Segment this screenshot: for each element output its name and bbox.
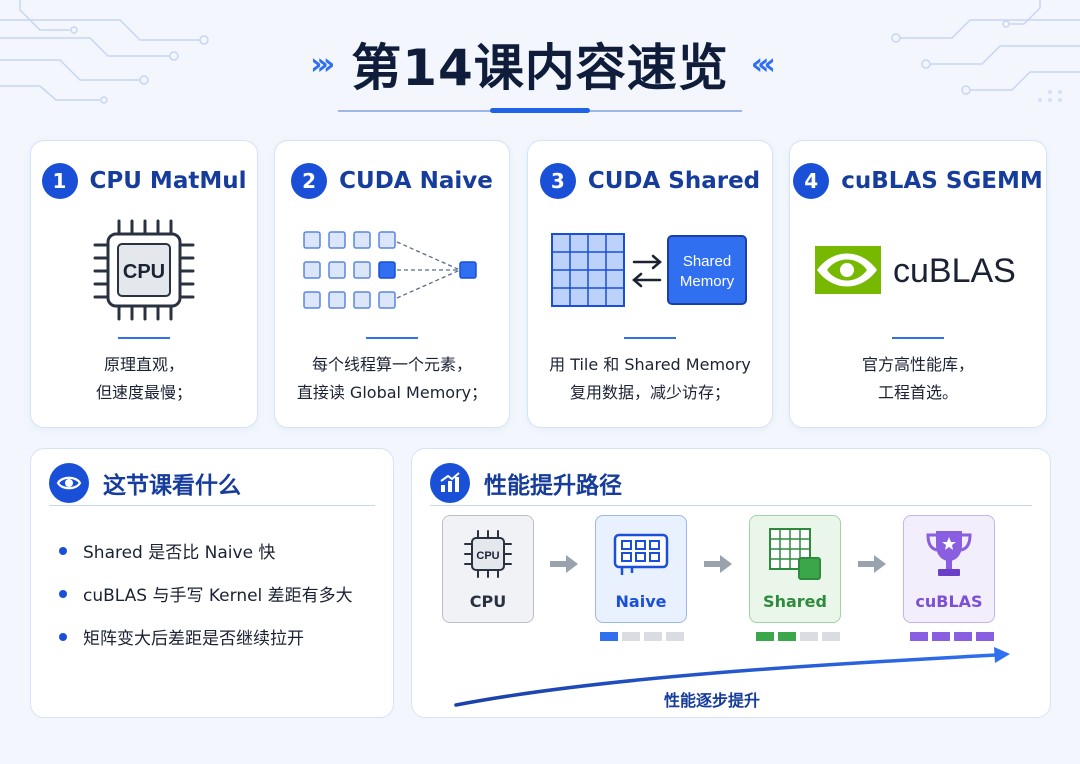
level-bar <box>976 632 994 641</box>
step-number-badge: 3 <box>539 163 576 199</box>
stage-cublas: cuBLAS <box>903 515 995 623</box>
eye-icon <box>49 463 89 503</box>
shared-memory-icon: Shared Memory <box>551 233 747 307</box>
level-bar <box>644 632 662 641</box>
list-item: Shared 是否比 Naive 快 <box>59 529 353 572</box>
level-bar <box>666 632 684 641</box>
cpu-chip-label: CPU <box>476 550 499 562</box>
level-bar <box>756 632 774 641</box>
card-desc-line1: 用 Tile 和 Shared Memory <box>549 355 751 374</box>
panel-title: 这节课看什么 <box>103 473 241 499</box>
circuit-decoration-left <box>0 0 209 104</box>
bar-chart-up-icon <box>430 463 470 503</box>
card-divider <box>118 337 170 339</box>
performance-trend-arrow <box>454 647 1010 707</box>
trophy-icon <box>926 531 972 576</box>
arrow-right-icon <box>704 555 732 573</box>
watch-list: Shared 是否比 Naive 快 cuBLAS 与手写 Kernel 差距有… <box>59 529 353 658</box>
shared-memory-label-line1: Shared <box>683 253 731 270</box>
panel-divider <box>49 505 375 506</box>
stage-label: Shared <box>763 592 827 611</box>
stage-label: CPU <box>469 592 507 611</box>
page-title: 第14课内容速览 <box>351 39 729 97</box>
card-cuda-shared: 3 CUDA Shared Shared Memory 用 Tile 和 Sha… <box>527 140 773 428</box>
circuit-decoration-right <box>891 0 1080 102</box>
stage-level-bars <box>910 632 994 641</box>
stage-naive: Naive <box>595 515 687 623</box>
card-title: CUDA Naive <box>339 168 493 194</box>
bullet-dot <box>59 546 67 555</box>
card-title: CPU MatMul <box>89 168 247 194</box>
nvidia-cublas-logo: cuBLAS <box>815 246 1016 294</box>
level-bar <box>910 632 928 641</box>
card-desc-line1: 每个线程算一个元素， <box>311 355 472 374</box>
stage-label: cuBLAS <box>915 592 983 611</box>
card-desc-line2: 直接读 Global Memory； <box>296 383 488 402</box>
page-header: ››› 第14课内容速览 ‹‹‹ <box>0 28 1080 113</box>
gpu-memory-icon <box>613 533 669 575</box>
list-item: 矩阵变大后差距是否继续拉开 <box>59 615 353 658</box>
list-item: cuBLAS 与手写 Kernel 差距有多大 <box>59 572 353 615</box>
arrow-right-icon <box>858 555 886 573</box>
cpu-chip-icon: CPU <box>93 219 195 321</box>
title-underline <box>338 108 742 113</box>
card-title: CUDA Shared <box>587 168 761 194</box>
bullet-dot <box>59 632 67 641</box>
step-number-badge: 4 <box>793 163 830 199</box>
card-cublas-sgemm: 4 cuBLAS SGEMM cuBLAS 官方高性能库， 工程首选。 <box>789 140 1047 428</box>
card-desc-line1: 原理直观， <box>103 355 184 374</box>
step-number-badge: 2 <box>291 163 328 199</box>
level-bar <box>932 632 950 641</box>
level-bar <box>822 632 840 641</box>
cpu-chip-label: CPU <box>123 261 165 283</box>
level-bar <box>954 632 972 641</box>
performance-path-panel: 性能提升路径 CPU CPU <box>411 448 1051 718</box>
level-bar <box>622 632 640 641</box>
stage-label: Naive <box>615 592 667 611</box>
stage-shared: Shared <box>749 515 841 623</box>
card-divider <box>366 337 418 339</box>
card-cuda-naive: 2 CUDA Naive 每个线程算一个元素， 直接读 Global Memor… <box>274 140 510 428</box>
bullet-dot <box>59 589 67 598</box>
card-title: cuBLAS SGEMM <box>841 168 1043 194</box>
card-desc-line2: 但速度最慢； <box>95 383 192 402</box>
level-bar <box>800 632 818 641</box>
arrow-right-icon <box>550 555 578 573</box>
thread-grid-icon <box>303 231 477 309</box>
card-desc-line2: 工程首选。 <box>877 383 958 402</box>
shared-memory-label-line2: Memory <box>680 273 735 290</box>
card-divider <box>892 337 944 339</box>
stage-cpu: CPU CPU <box>442 515 534 623</box>
card-desc-line2: 复用数据，减少访存； <box>569 383 730 402</box>
stage-level-bars <box>756 632 840 641</box>
stage-level-bars <box>600 632 684 641</box>
level-bar <box>600 632 618 641</box>
tiled-grid-icon <box>769 528 821 580</box>
panel-divider <box>430 505 1032 506</box>
level-bar <box>778 632 796 641</box>
chevron-left-icon: ‹‹‹ <box>750 46 776 82</box>
chevron-right-icon: ››› <box>310 46 335 82</box>
watch-panel: 这节课看什么 Shared 是否比 Naive 快 cuBLAS 与手写 Ker… <box>30 448 394 718</box>
cublas-logo-text: cuBLAS <box>893 252 1016 290</box>
panel-title: 性能提升路径 <box>484 473 622 499</box>
step-number-badge: 1 <box>41 163 78 199</box>
trend-label: 性能逐步提升 <box>664 691 761 710</box>
card-cpu-matmul: 1 CPU MatMul CPU 原理直观， 但速度最慢； <box>30 140 258 428</box>
card-desc-line1: 官方高性能库， <box>861 355 974 374</box>
cpu-chip-icon: CPU <box>464 530 512 578</box>
card-divider <box>624 337 676 339</box>
